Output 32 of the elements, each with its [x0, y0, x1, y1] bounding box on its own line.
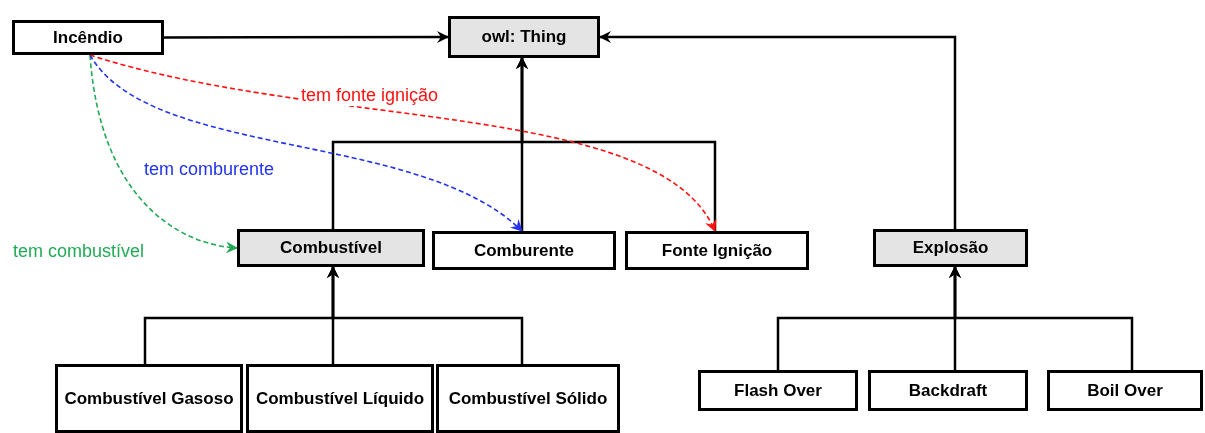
dashed-arrow: [89, 54, 238, 253]
class-name: Explosão: [912, 237, 989, 259]
class-name: Fonte Ignição: [661, 239, 773, 262]
class-box: [868, 370, 1028, 411]
arrow: [599, 31, 957, 229]
class-name: Boil Over: [1087, 379, 1163, 402]
class-box: [237, 229, 425, 267]
class-box: [698, 370, 858, 411]
class-name: Combustível: [280, 237, 382, 259]
class-name: Combustível Líquido: [255, 387, 425, 410]
class-box: [12, 20, 164, 55]
class-box: [873, 229, 1028, 267]
arrow: [327, 266, 524, 364]
class-box: [436, 364, 620, 433]
class-name: Flash Over: [734, 379, 822, 402]
class-box: [1047, 370, 1203, 411]
class-box: [448, 16, 600, 58]
class-box: [432, 231, 616, 270]
arrow: [949, 266, 1134, 370]
arrow: [164, 31, 449, 43]
dashed-arrow: [89, 54, 716, 232]
class-box: [55, 364, 243, 433]
class-box: [625, 231, 809, 270]
class-name: Comburente: [473, 239, 575, 262]
class-name: Backdraft: [908, 379, 988, 402]
class-box: [246, 364, 434, 433]
class-name: Combustível Gasoso: [64, 387, 234, 410]
class-name: owl: Thing: [481, 26, 567, 48]
dashed-arrow: [89, 54, 523, 232]
edge-label: tem fonte ignição: [300, 86, 440, 106]
class-name: Combustível Sólido: [448, 387, 608, 410]
class-name: Incêndio: [53, 26, 123, 49]
